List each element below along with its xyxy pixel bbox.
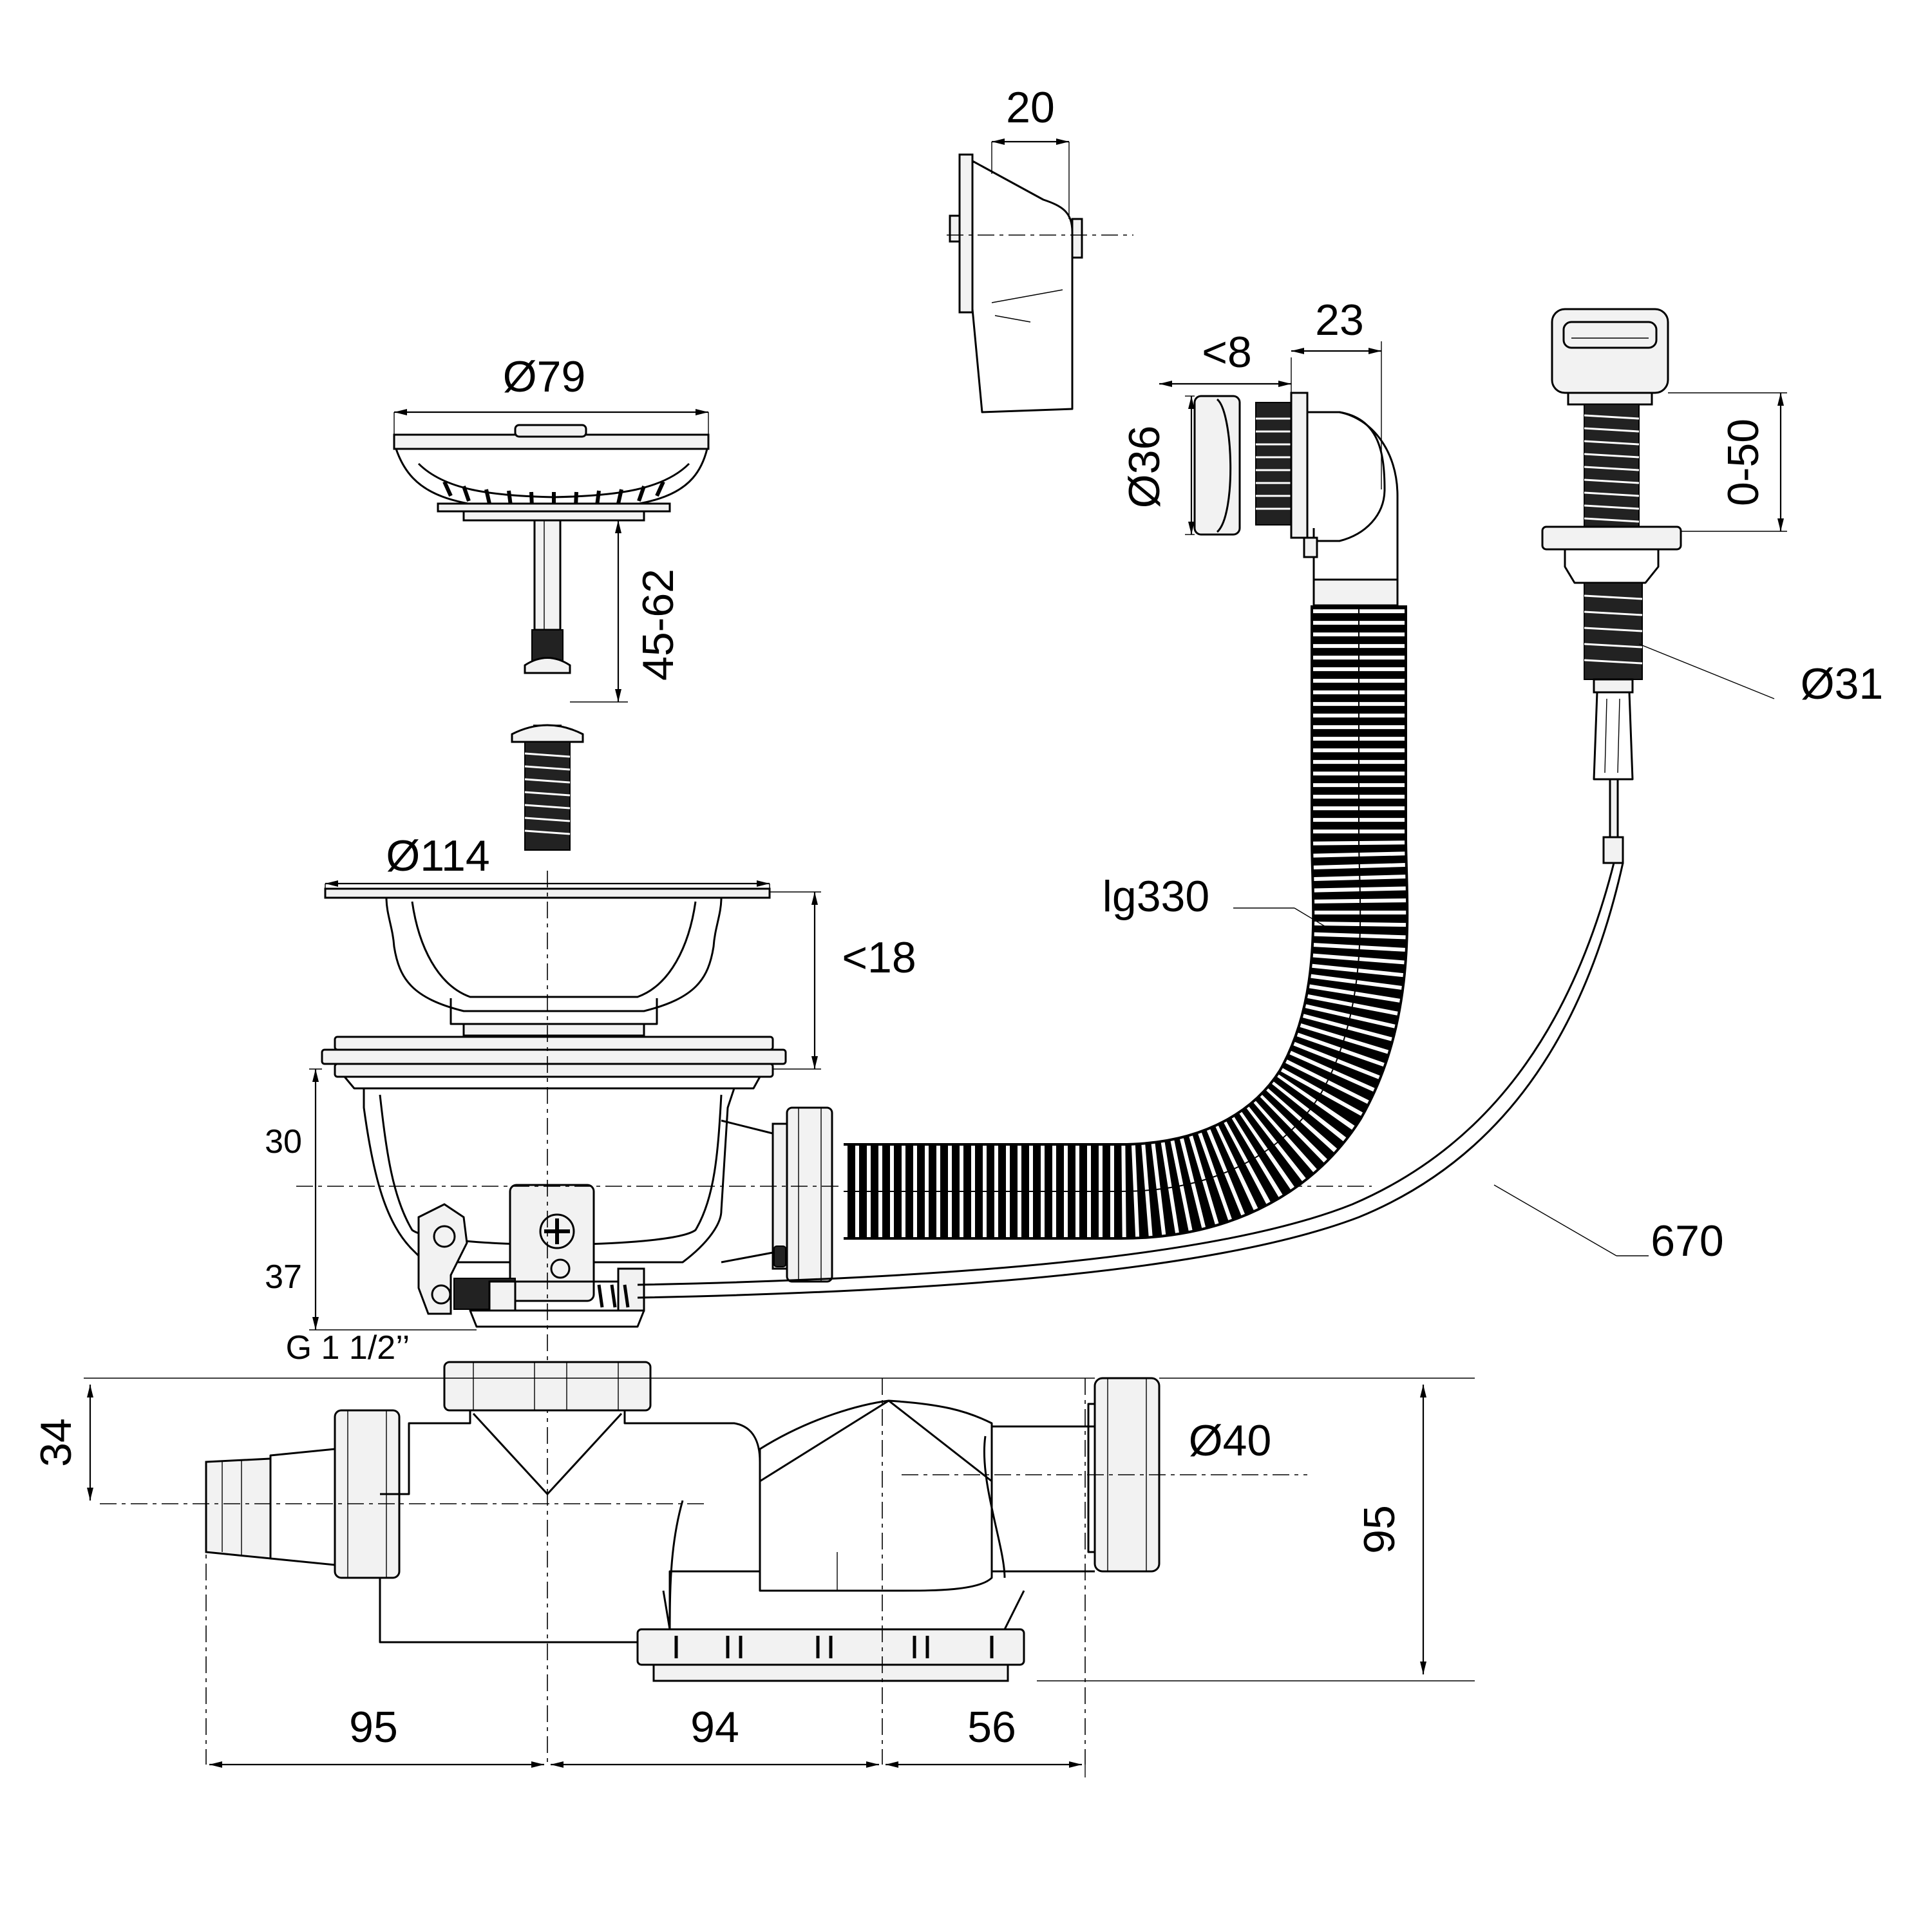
dim-span-middle: 94 (690, 1703, 739, 1752)
push-button: 0-50 Ø31 (1541, 308, 1884, 864)
lever-mechanism (417, 1184, 645, 1328)
dim-trap-outlet: Ø40 (1189, 1416, 1272, 1465)
dim-strainer-diameter: Ø79 (503, 352, 586, 401)
dim-trap-height: 95 (1355, 1505, 1404, 1554)
overflow-fitting: Ø36 <8 23 (1120, 296, 1386, 558)
dim-hose-length: lg330 (1103, 872, 1209, 921)
trap-top-nut (443, 1361, 652, 1412)
flexible-hose: lg330 (844, 411, 1409, 1240)
dim-body-lower: 37 (265, 1258, 302, 1296)
dim-button-diameter: Ø31 (1801, 659, 1884, 708)
dim-overflow-cover: 20 (1006, 83, 1055, 132)
strainer-cap: 45-62 Ø79 (393, 352, 710, 703)
dim-cable-length: 670 (1651, 1217, 1723, 1265)
drain-body: 30 37 G 1 1/2’’ (265, 1036, 833, 1367)
screw (511, 724, 584, 851)
bowden-cable: 670 (637, 862, 1724, 1299)
dim-span-right: 56 (967, 1703, 1016, 1752)
dim-span-left: 95 (349, 1703, 398, 1752)
dim-overflow-elbow: 23 (1315, 296, 1364, 345)
dim-body-upper: 30 (265, 1123, 302, 1160)
dim-basket-diameter: Ø114 (386, 831, 489, 880)
dim-basket-depth: <18 (842, 933, 916, 982)
hose-nut (786, 1106, 833, 1283)
overflow-cover: 20 (947, 83, 1133, 413)
bottom-dimensions: 95 94 56 (209, 1703, 1086, 1777)
siphon-trap: Ø40 34 95 (32, 1361, 1475, 1765)
dim-trap-inlet-offset: 34 (32, 1418, 80, 1467)
dim-outlet-thread: G 1 1/2’’ (286, 1329, 410, 1367)
dim-overflow-diameter: Ø36 (1120, 426, 1169, 509)
dim-button-stroke: 0-50 (1719, 419, 1768, 506)
dim-overflow-nut: <8 (1202, 328, 1252, 377)
sink-basket: Ø114 <18 (324, 831, 916, 1070)
dim-strainer-stem: 45-62 (634, 569, 683, 681)
